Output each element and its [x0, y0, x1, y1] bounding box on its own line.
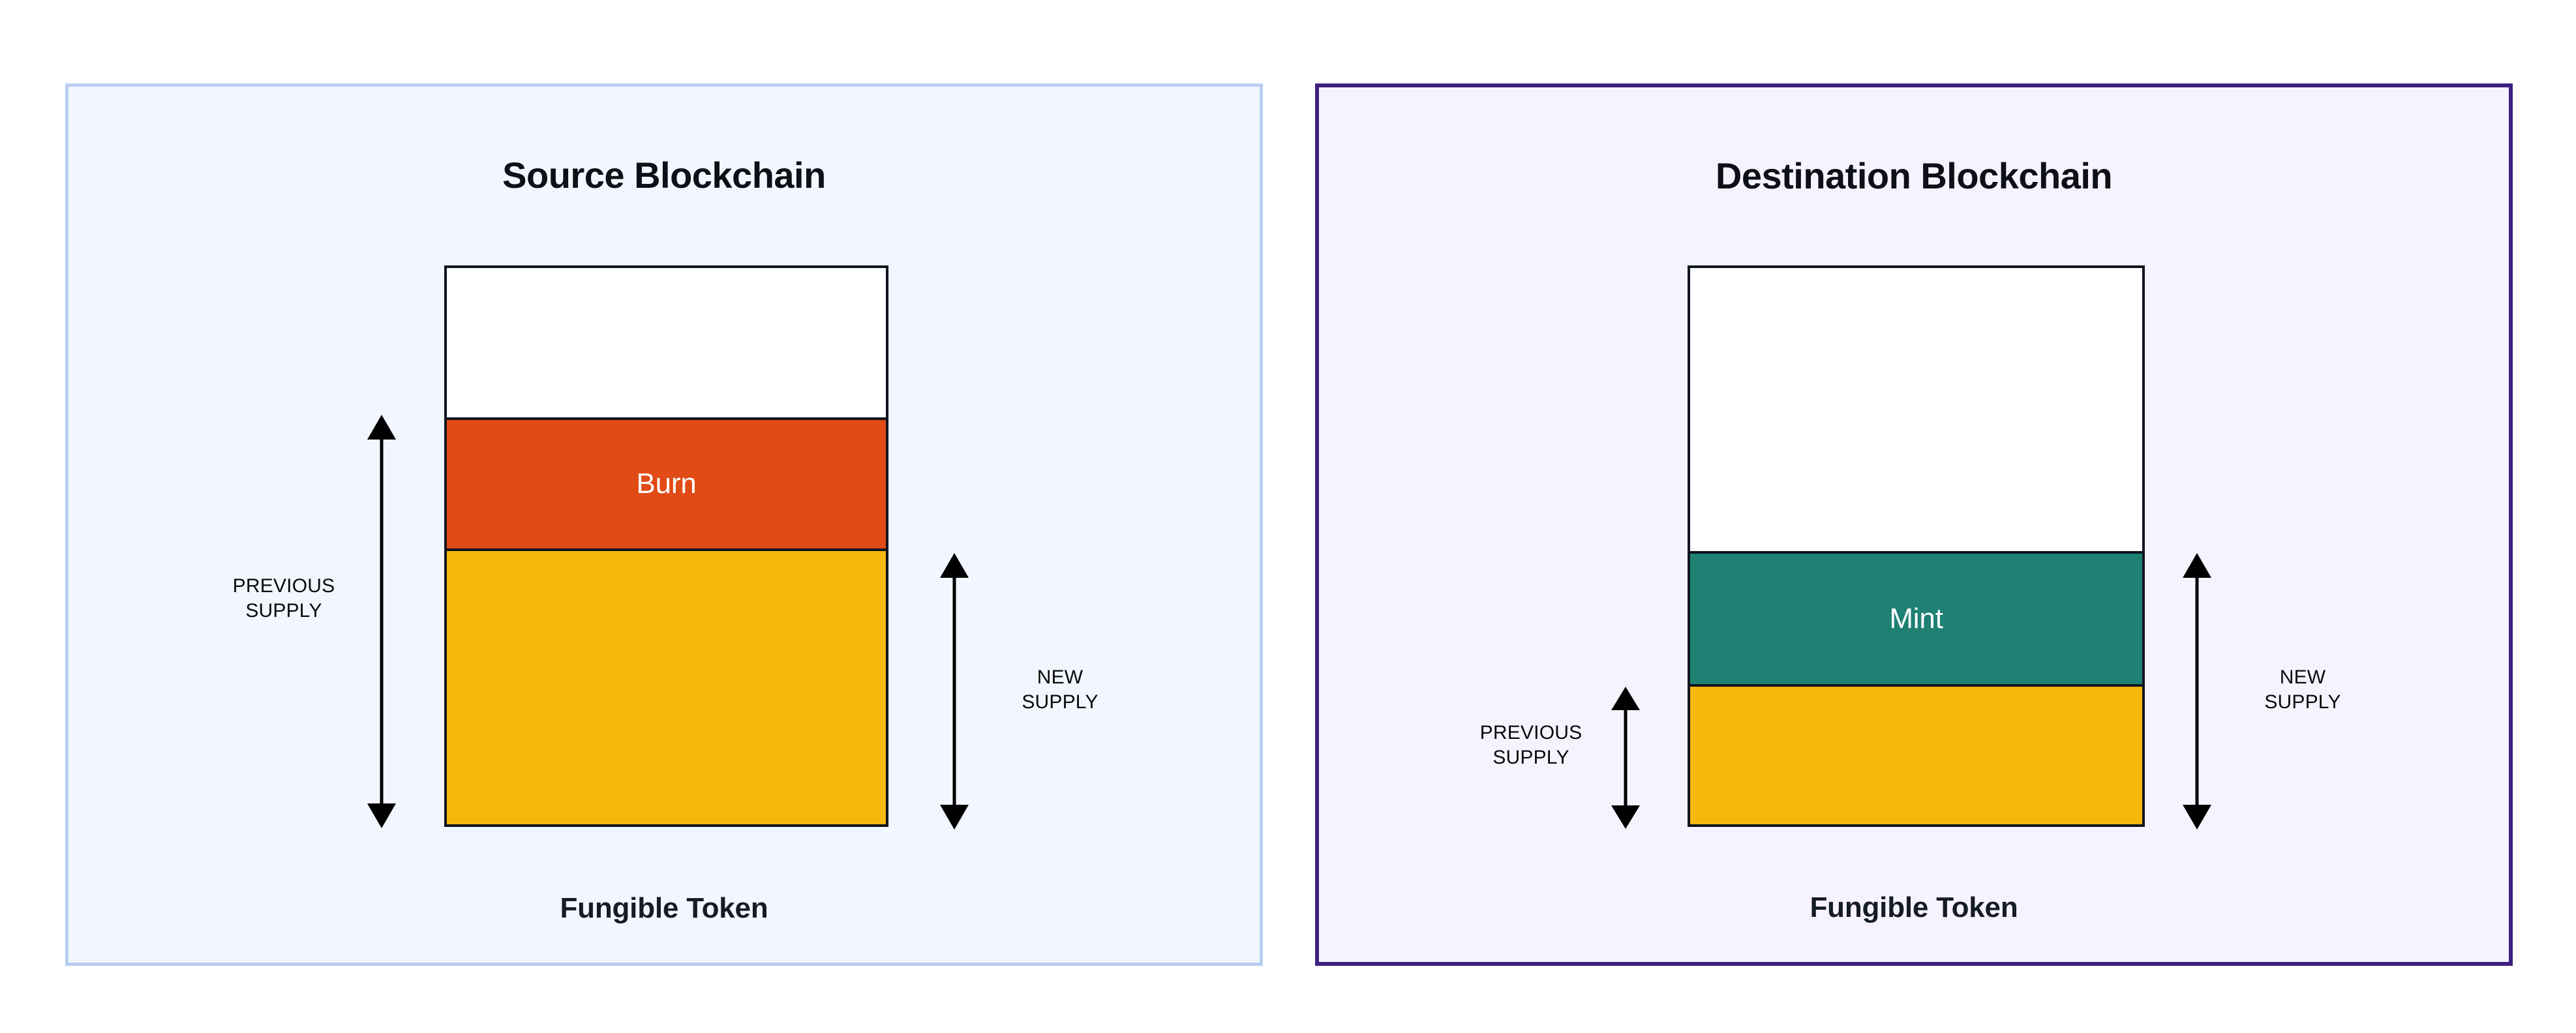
bar-segment-remaining-supply-source	[447, 550, 886, 824]
page-title-source: Source Blockchain	[502, 155, 826, 196]
token-supply-bar-source: Burn	[444, 265, 888, 827]
bar-segment-unused-destination	[1690, 268, 2142, 551]
dimension-label-previous-supply-source: PREVIOUS SUPPLY	[232, 575, 335, 621]
bar-segment-burn: Burn	[447, 417, 886, 551]
bar-segment-mint: Mint	[1690, 550, 2142, 687]
dimension-arrow-previous-supply-source	[367, 413, 397, 830]
bar-segment-burn-label: Burn	[636, 468, 697, 500]
dimension-label-new-supply-destination: NEW SUPPLY	[2264, 666, 2341, 713]
dimension-arrow-new-supply-source	[939, 552, 969, 831]
bar-segment-mint-label: Mint	[1889, 602, 1943, 635]
caption-destination-fungible-token: Fungible Token	[1810, 891, 2018, 923]
page-title-destination: Destination Blockchain	[1715, 155, 2113, 197]
dimension-arrow-new-supply-destination	[2182, 552, 2212, 831]
bar-segment-remaining-supply-destination	[1690, 687, 2142, 824]
dimension-label-previous-supply-destination: PREVIOUS SUPPLY	[1479, 722, 1583, 768]
caption-source-fungible-token: Fungible Token	[560, 892, 768, 924]
token-supply-bar-destination: Mint	[1688, 265, 2145, 827]
bar-segment-unused-source	[447, 268, 886, 417]
dimension-label-new-supply-source: NEW SUPPLY	[1022, 666, 1099, 713]
dimension-arrow-previous-supply-destination	[1611, 685, 1641, 830]
